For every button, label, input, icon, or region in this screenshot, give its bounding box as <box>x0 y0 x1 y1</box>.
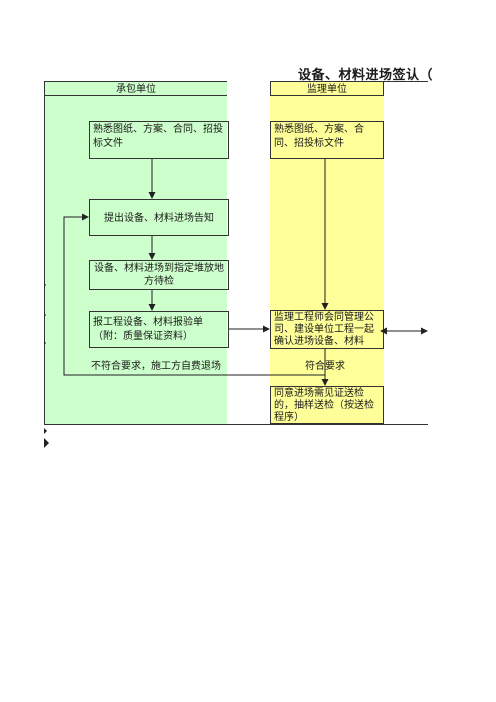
box-supervisor-study-docs: 熟悉图纸、方案、合同、招投标文件 <box>270 121 384 159</box>
edge-mark-1 <box>44 283 46 287</box>
lane-border-left <box>44 81 45 424</box>
supervisor-lane-header: 监理单位 <box>270 81 384 96</box>
lane-border-bottom <box>44 424 428 425</box>
edge-mark-3 <box>44 341 46 345</box>
submit-report-line2: （附：质量保证资料） <box>93 331 193 342</box>
edge-mark-5 <box>44 438 49 448</box>
box-contractor-study-docs: 熟悉图纸、方案、合同、招投标文件 <box>89 121 229 159</box>
edge-mark-4 <box>44 428 47 434</box>
supervisor-lane <box>270 81 384 424</box>
page-title: 设备、材料进场签认（ <box>298 68 434 83</box>
lane-border-top-right <box>384 81 428 82</box>
edge-mark-2 <box>44 313 46 317</box>
label-reject: 不符合要求，施工方自费退场 <box>91 361 221 372</box>
contractor-lane <box>44 81 227 424</box>
box-contractor-await-inspection: 设备、材料进场到指定堆放地方待检 <box>89 260 229 290</box>
box-supervisor-sample-test: 同意进场需见证送检的，抽样送检（按送检程序） <box>270 386 384 424</box>
submit-report-line1: 报工程设备、材料报验单 <box>93 317 203 328</box>
arrow-reject-loop <box>63 213 325 376</box>
box-contractor-submit-report: 报工程设备、材料报验单 （附：质量保证资料） <box>89 311 229 348</box>
box-contractor-entry-notice: 提出设备、材料进场告知 <box>89 199 229 236</box>
